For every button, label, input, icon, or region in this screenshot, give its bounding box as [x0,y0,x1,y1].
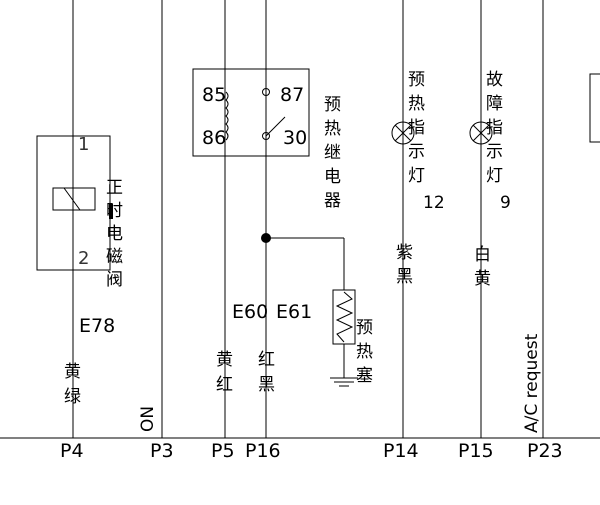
fault-lamp-cross-2 [472,124,490,142]
wire-label-p23: A/C request [522,333,542,433]
relay-box [192,68,310,157]
wire-label-p16: 红黑 [254,350,275,400]
port-label-p5: P5 [211,440,235,462]
solenoid-coil [52,187,96,211]
fault-lamp-name: 故障指示灯 [482,70,503,190]
port-label-p4: P4 [60,440,84,462]
relay-pin-85: 85 [202,84,226,106]
port-label-p3: P3 [150,440,174,462]
relay-contact-30 [262,132,270,140]
preheat-lamp-pin: 12 [423,193,445,213]
fault-lamp-icon [469,121,493,145]
relay-switch-icon [265,116,286,137]
heater-name: 预热塞 [352,318,373,390]
fault-lamp-pin: 9 [500,193,511,213]
port-label-p16: P16 [245,440,281,462]
edge-component-box [589,73,600,143]
preheat-lamp-wire: 紫黑 [392,243,413,291]
relay-pin-86: 86 [202,127,226,149]
preheat-lamp-name: 预热指示灯 [404,70,425,190]
port-label-p23: P23 [527,440,563,462]
preheat-lamp-icon [391,121,415,145]
heater-zigzag-icon [335,291,354,343]
wire-label-p3: ON [138,406,158,432]
wire-label-p5: 黄红 [212,350,233,400]
port-label-p15: P15 [458,440,494,462]
solenoid-coil-mark [63,187,81,211]
solenoid-pin-bottom: 2 [78,248,89,269]
port-label-p14: P14 [383,440,419,462]
solenoid-box [36,135,111,271]
relay-pin-30: 30 [283,127,307,149]
relay-pin-87: 87 [280,84,304,106]
solenoid-code: E78 [79,315,115,337]
relay-coil-icon [225,91,229,141]
fault-lamp-wire: 白黄 [470,245,491,293]
solenoid-name: 正时电磁阀 [102,178,123,293]
relay-name: 预热继电器 [320,95,341,215]
preheat-lamp-cross-2 [394,124,412,142]
solenoid-tab [109,204,113,219]
relay-contact-87 [262,88,270,96]
connector-e61: E61 [276,301,312,323]
connector-e60: E60 [232,301,268,323]
wire-label-p4: 黄绿 [60,362,81,412]
solenoid-pin-top: 1 [78,134,89,155]
